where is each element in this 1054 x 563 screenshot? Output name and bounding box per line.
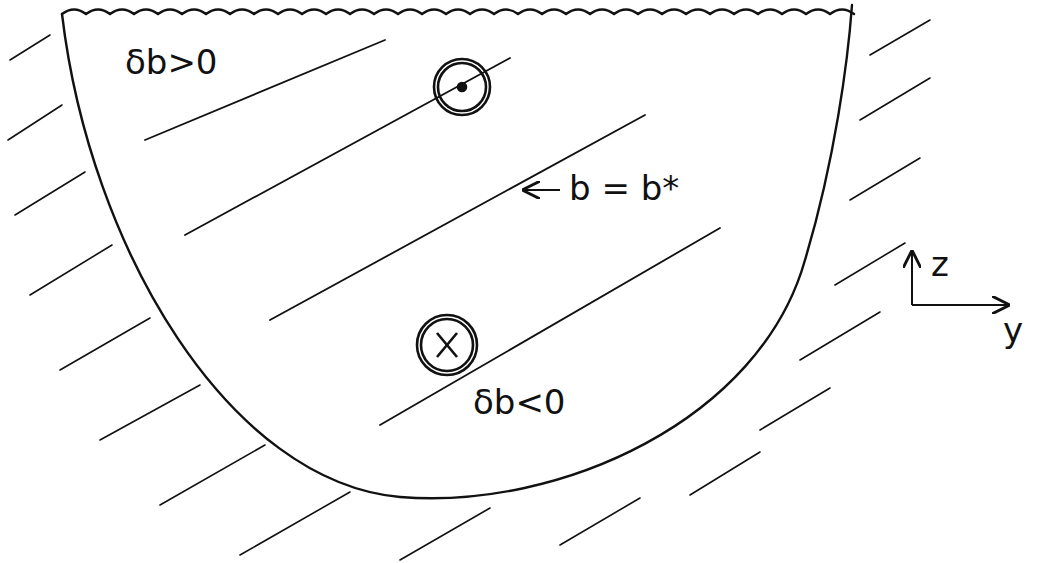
ground-hatching	[8, 20, 930, 560]
buoyancy-label: δb<0	[470, 384, 569, 421]
isopycnal-line	[145, 40, 720, 425]
flow-symbol	[417, 59, 490, 375]
channel-bed	[62, 5, 852, 498]
buoyancy-label: δb>0	[122, 44, 221, 81]
water-surface	[62, 10, 854, 15]
axis-label: z	[928, 246, 952, 283]
axes	[912, 252, 1008, 305]
axis-label: y	[1000, 312, 1026, 349]
surface-label: b = b*	[566, 170, 682, 207]
leader-arrow	[524, 189, 560, 191]
